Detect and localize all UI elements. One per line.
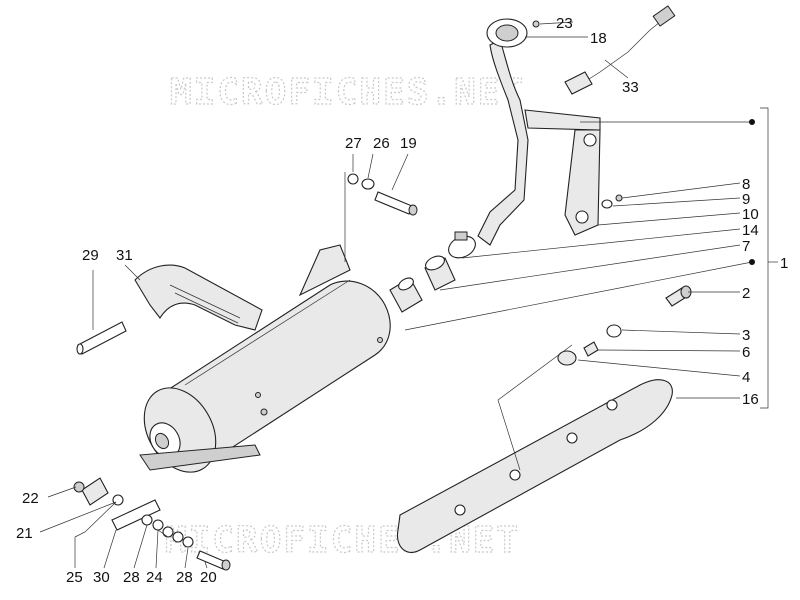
callout-1: 1: [780, 255, 788, 272]
pin-29: [76, 321, 127, 355]
callout-28b: 28: [176, 569, 193, 586]
callout-16: 16: [742, 391, 759, 408]
callout-9: 9: [742, 191, 750, 208]
exhaust-manifold: [477, 18, 601, 246]
callout-18: 18: [590, 30, 607, 47]
muffler-inlet-pipe: [389, 277, 423, 313]
nut-22: [73, 481, 85, 493]
washer-27: [347, 173, 359, 185]
gasket-sleeve: [424, 255, 456, 291]
washer-26: [361, 178, 375, 190]
watermark-top: MICROFICHES.NET: [170, 72, 525, 113]
callout-21: 21: [16, 525, 33, 542]
heat-shield-rear: [134, 264, 263, 331]
leader-lines: [39, 21, 778, 569]
callout-4: 4: [742, 369, 750, 386]
callout-28a: 28: [123, 569, 140, 586]
lambda-sensor: [564, 5, 676, 95]
muffler: [139, 244, 391, 473]
spacer-30: [111, 499, 161, 531]
callout-20: 20: [200, 569, 217, 586]
callout-33: 33: [622, 79, 639, 96]
screw-23: [532, 20, 540, 28]
callout-26: 26: [373, 135, 390, 152]
callout-30: 30: [93, 569, 110, 586]
callout-14: 14: [742, 222, 759, 239]
washer-9: [601, 199, 613, 209]
bracket-21: [81, 477, 109, 506]
nut-8: [615, 194, 623, 202]
callout-23: 23: [556, 15, 573, 32]
callout-10: 10: [742, 206, 759, 223]
callout-29: 29: [82, 247, 99, 264]
bolt-20: [196, 550, 231, 571]
callout-31: 31: [116, 247, 133, 264]
washer-24b: [162, 526, 174, 538]
washer-28b: [172, 531, 184, 543]
bush-4: [557, 350, 577, 366]
callout-7: 7: [742, 238, 750, 255]
callout-24: 24: [146, 569, 163, 586]
callout-22: 22: [22, 490, 39, 507]
callout-6: 6: [742, 344, 750, 361]
bolt-19: [374, 191, 418, 216]
washer-24a: [152, 519, 164, 531]
washer-28a: [141, 514, 153, 526]
bolt-2: [665, 285, 692, 307]
callout-19: 19: [400, 135, 417, 152]
callout-27: 27: [345, 135, 362, 152]
silencer-guard: [396, 379, 673, 553]
callout-8: 8: [742, 176, 750, 193]
callout-2: 2: [742, 285, 750, 302]
callout-25: 25: [66, 569, 83, 586]
washer-28c: [182, 536, 194, 548]
watermark-bottom: MICROFICHES.NET: [165, 520, 520, 561]
callout-3: 3: [742, 327, 750, 344]
spacer-6: [583, 341, 599, 357]
washer-3: [606, 324, 622, 338]
clamp: [448, 231, 476, 259]
